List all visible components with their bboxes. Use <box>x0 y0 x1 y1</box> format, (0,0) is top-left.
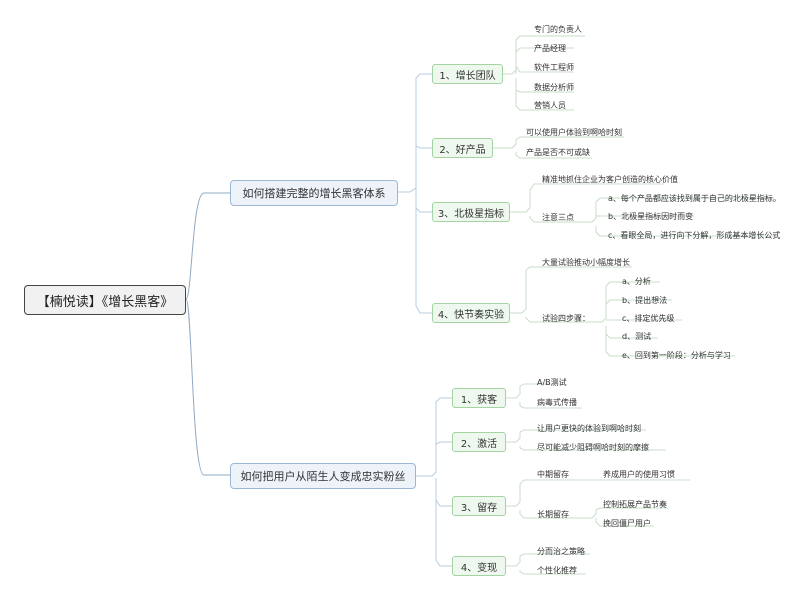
topic-good-product[interactable]: 2、好产品 <box>432 138 493 158</box>
leaf-item[interactable]: 分而治之策略 <box>537 547 585 556</box>
root-connector <box>185 192 230 476</box>
leaf-item[interactable]: c、看眼全局，进行向下分解，形成基本增长公式 <box>608 231 781 240</box>
retain-leaf-connectors <box>506 479 690 527</box>
leaf-item[interactable]: e、回到第一阶段：分析与学习 <box>622 351 731 360</box>
topic-retain[interactable]: 3、留存 <box>452 496 506 516</box>
topic-fast-experiment[interactable]: 4、快节奏实验 <box>432 303 510 323</box>
leaf-item[interactable]: a、每个产品都应该找到属于自己的北极星指标。 <box>608 194 781 203</box>
leaf-item[interactable]: b、提出想法 <box>622 296 668 305</box>
leaf-item[interactable]: 挽回僵尸用户 <box>603 519 651 528</box>
leaf-sub-label[interactable]: 中期留存 <box>537 470 569 479</box>
team-leaf-connectors <box>503 35 585 111</box>
leaf-item[interactable]: 大量试验推动小幅度增长 <box>542 258 630 267</box>
leaf-item[interactable]: 让用户更快的体验到啊哈时刻 <box>537 424 641 433</box>
leaf-item[interactable]: 产品经理 <box>534 44 566 53</box>
leaf-item[interactable]: a、分析 <box>622 277 651 286</box>
leaf-item[interactable]: 个性化推荐 <box>537 566 577 575</box>
experiment-leaf-connectors <box>510 266 735 357</box>
branch2-connector <box>416 397 452 567</box>
leaf-item[interactable]: 产品是否不可或缺 <box>526 148 590 157</box>
activate-leaf-connectors <box>506 429 666 451</box>
acquire-leaf-connectors <box>506 383 582 409</box>
leaf-item[interactable]: 营销人员 <box>534 101 566 110</box>
leaf-item[interactable]: 专门的负责人 <box>534 25 582 34</box>
branch-convert-users[interactable]: 如何把用户从陌生人变成忠实粉丝 <box>230 463 416 489</box>
leaf-item[interactable]: 可以使用户体验到啊哈时刻 <box>526 128 622 137</box>
leaf-item[interactable]: 控制拓展产品节奏 <box>603 500 667 509</box>
product-leaf-connectors <box>493 136 624 159</box>
topic-acquire[interactable]: 1、获客 <box>452 388 506 408</box>
leaf-item[interactable]: b、北极星指标因时而变 <box>608 212 694 221</box>
leaf-item[interactable]: d、测试 <box>622 332 652 341</box>
leaf-sub-label[interactable]: 长期留存 <box>537 510 569 519</box>
leaf-sub-label[interactable]: 试验四步骤： <box>542 314 590 323</box>
branch1-connector <box>398 73 432 314</box>
topic-north-star[interactable]: 3、北极星指标 <box>432 202 510 222</box>
leaf-item[interactable]: 数据分析师 <box>534 83 574 92</box>
leaf-item[interactable]: 软件工程师 <box>534 63 574 72</box>
leaf-item[interactable]: 精准地抓住企业为客户创造的核心价值 <box>542 175 678 184</box>
leaf-item[interactable]: A/B测试 <box>537 378 567 387</box>
northstar-leaf-connectors <box>510 183 778 237</box>
leaf-item[interactable]: c、排定优先级 <box>622 314 675 323</box>
leaf-item[interactable]: 养成用户的使用习惯 <box>603 470 675 479</box>
leaf-item[interactable]: 尽可能减少阻碍啊哈时刻的摩擦 <box>537 443 649 452</box>
leaf-item[interactable]: 病毒式传播 <box>537 398 577 407</box>
topic-growth-team[interactable]: 1、增长团队 <box>432 64 503 84</box>
branch-build-system[interactable]: 如何搭建完整的增长黑客体系 <box>230 180 398 206</box>
root-node[interactable]: 【楠悦读】《增长黑客》 <box>24 285 186 315</box>
topic-monetize[interactable]: 4、变现 <box>452 556 506 576</box>
topic-activate[interactable]: 2、激活 <box>452 432 506 452</box>
monetize-leaf-connectors <box>506 553 590 575</box>
leaf-sub-label[interactable]: 注意三点 <box>542 213 574 222</box>
